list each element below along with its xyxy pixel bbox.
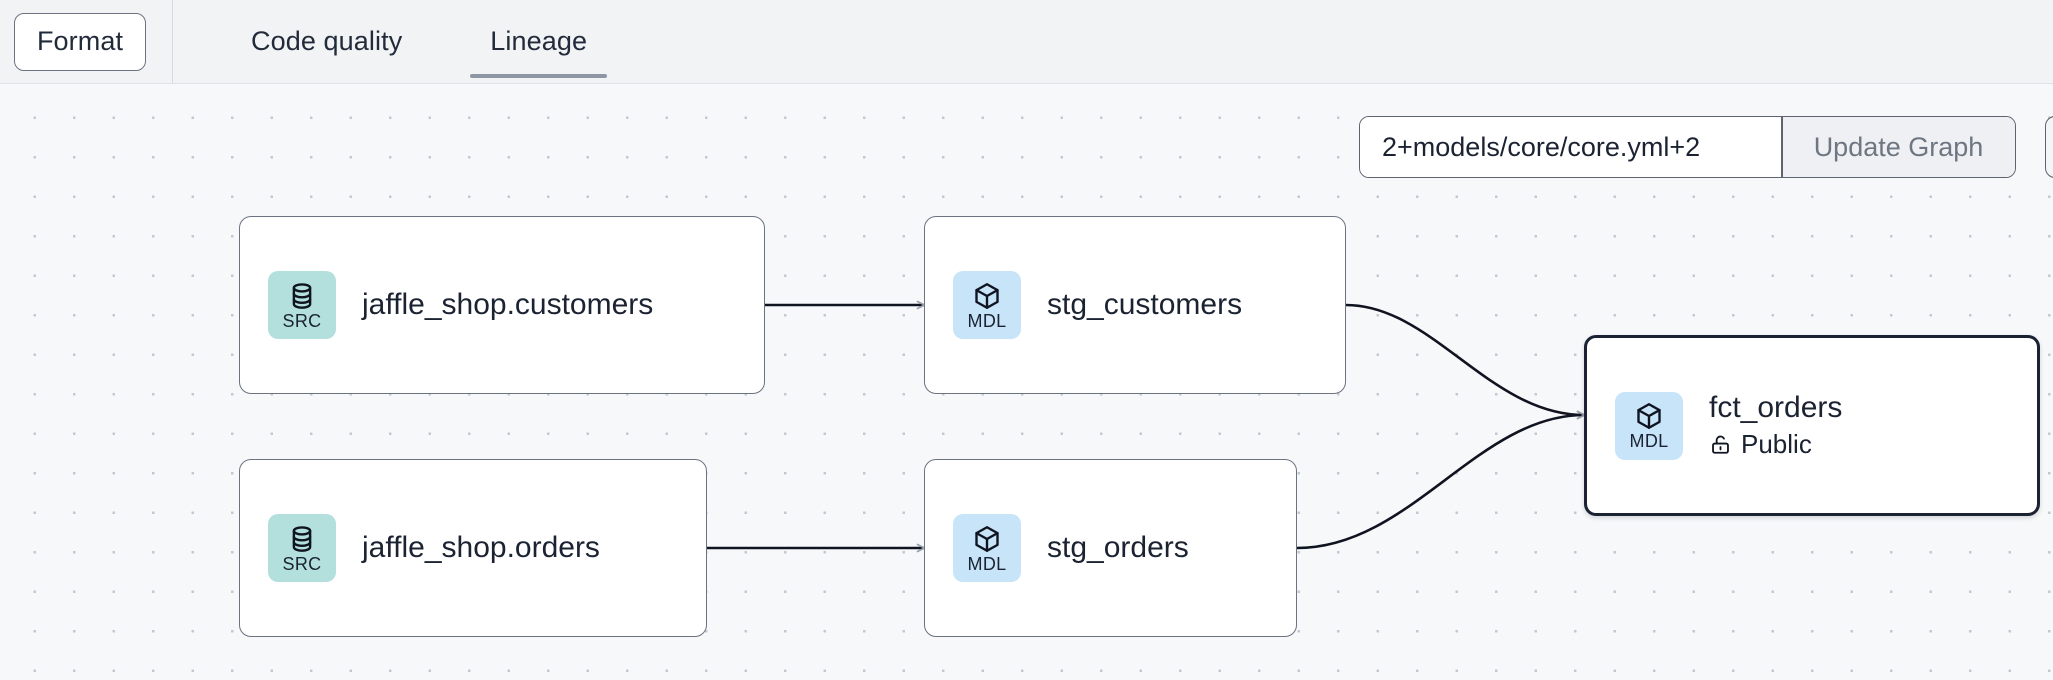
lineage-node-jaffle-shop-orders[interactable]: SRC jaffle_shop.orders	[239, 459, 707, 637]
mdl-badge: MDL	[1615, 391, 1683, 460]
database-icon	[292, 282, 312, 309]
tab-bar: Code quality Lineage	[231, 0, 655, 84]
update-graph-button[interactable]: Update Graph	[1782, 117, 2015, 177]
node-body: stg_customers	[1047, 288, 1242, 322]
toolbar-separator	[1781, 117, 1783, 177]
format-button[interactable]: Format	[14, 12, 146, 71]
node-title: jaffle_shop.customers	[362, 288, 654, 322]
node-title: stg_orders	[1047, 531, 1189, 565]
edge-stgorders-to-fct	[1296, 410, 1586, 550]
mdl-badge-label: MDL	[1629, 431, 1669, 451]
mdl-badge: MDL	[953, 514, 1021, 582]
mdl-badge-label: MDL	[967, 553, 1007, 574]
database-icon	[292, 525, 312, 552]
lineage-node-stg-orders[interactable]: MDL stg_orders	[924, 459, 1297, 637]
node-title: stg_customers	[1047, 288, 1243, 322]
node-title: jaffle_shop.orders	[362, 531, 600, 565]
selector-input[interactable]	[1360, 117, 1781, 177]
node-body: jaffle_shop.orders	[362, 531, 600, 565]
src-badge-label: SRC	[282, 310, 322, 331]
graph-settings-button[interactable]	[2045, 116, 2053, 178]
lineage-node-jaffle-shop-customers[interactable]: SRC jaffle_shop.customers	[239, 216, 765, 394]
edge-stgcustomers-to-fct	[1345, 303, 1586, 420]
mdl-badge-label: MDL	[967, 310, 1007, 331]
header-divider	[172, 0, 173, 84]
node-access-label: Public	[1741, 428, 1812, 459]
cube-icon	[1637, 403, 1661, 429]
src-badge-label: SRC	[282, 553, 322, 574]
lineage-node-stg-customers[interactable]: MDL stg_customers	[924, 216, 1346, 394]
node-body: stg_orders	[1047, 531, 1189, 565]
lineage-canvas[interactable]: SRC jaffle_shop.customers MDL stg_custom…	[0, 84, 2053, 680]
node-access: Public	[1709, 429, 1842, 460]
tab-code-quality[interactable]: Code quality	[251, 26, 403, 56]
toolbar-header: Format Code quality Lineage	[0, 0, 2053, 84]
cube-icon	[975, 525, 999, 552]
node-body: fct_orders Public	[1709, 391, 1842, 460]
mdl-badge: MDL	[953, 271, 1021, 339]
lineage-node-fct-orders[interactable]: MDL fct_orders Public	[1584, 335, 2040, 516]
unlock-icon	[1712, 435, 1729, 454]
cube-icon	[975, 282, 999, 309]
node-body: jaffle_shop.customers	[362, 288, 653, 322]
tab-lineage[interactable]: Lineage	[470, 0, 607, 84]
src-badge: SRC	[268, 271, 336, 339]
graph-selector-toolbar: Update Graph	[1359, 116, 2016, 178]
src-badge: SRC	[268, 514, 336, 582]
node-title: fct_orders	[1709, 391, 1843, 425]
